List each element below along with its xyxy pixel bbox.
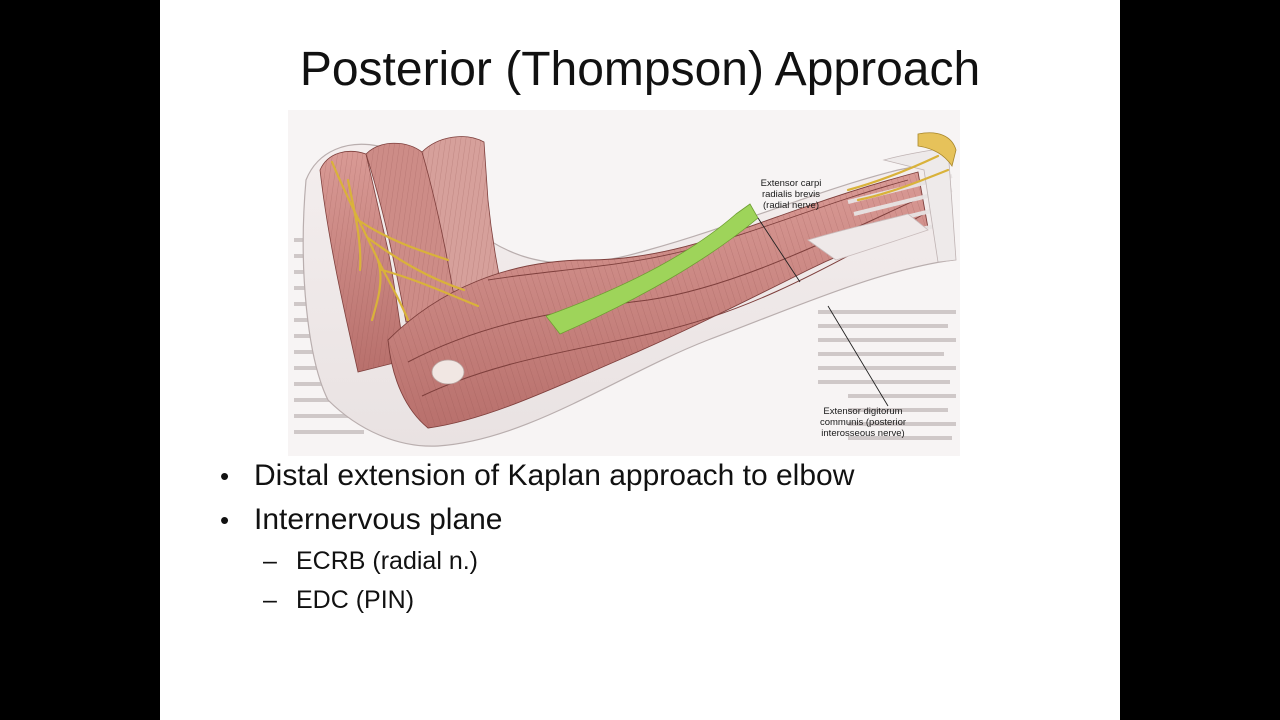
edc-label-line: interosseous nerve)	[821, 428, 905, 439]
anatomy-drawing	[288, 110, 960, 456]
bullet-marker: •	[220, 461, 230, 491]
ecrb-label-line: radialis brevis	[761, 189, 821, 200]
ecrb-label-line: (radial nerve)	[763, 200, 819, 211]
ecrb-label: Extensor carpi radialis brevis (radial n…	[746, 178, 836, 211]
sub-bullet-text: ECRB (radial n.)	[296, 547, 478, 575]
sub-bullet-marker: –	[263, 547, 277, 575]
sub-bullet-item: – EDC (PIN)	[218, 581, 1078, 620]
bullet-item: • Internervous plane	[218, 498, 1078, 542]
bullet-text: Distal extension of Kaplan approach to e…	[254, 459, 855, 492]
bullet-item: • Distal extension of Kaplan approach to…	[218, 454, 1078, 498]
edc-label: Extensor digitorum communis (posterior i…	[808, 406, 918, 439]
bullet-marker: •	[220, 505, 230, 535]
sub-bullet-item: – ECRB (radial n.)	[218, 542, 1078, 581]
sub-bullet-marker: –	[263, 586, 277, 614]
ecrb-label-line: Extensor carpi	[760, 178, 822, 189]
bullet-text: Internervous plane	[254, 503, 503, 536]
edc-label-line: communis (posterior	[819, 417, 907, 428]
slide-title: Posterior (Thompson) Approach	[299, 43, 981, 96]
bullet-list: • Distal extension of Kaplan approach to…	[218, 454, 1078, 620]
sub-bullet-text: EDC (PIN)	[296, 586, 415, 614]
presentation-slide: Posterior (Thompson) Approach	[160, 0, 1120, 720]
edc-label-line: Extensor digitorum	[823, 406, 903, 417]
elbow-anatomy-illustration: Extensor carpi radialis brevis (radial n…	[288, 110, 960, 456]
